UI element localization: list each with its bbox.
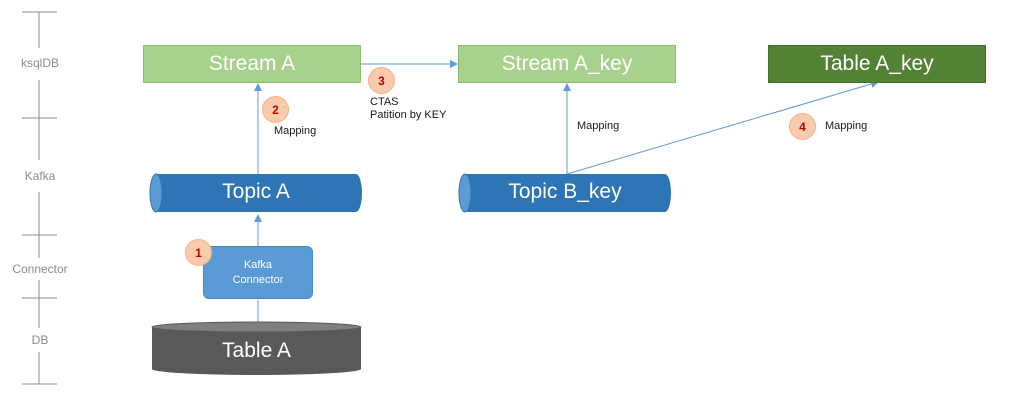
lane-label-ksqldb: ksqlDB: [20, 56, 59, 70]
topic-b-key-label: Topic B_key: [508, 180, 622, 203]
ctas-label: CTAS: [370, 96, 399, 108]
step-badge-2: 2: [262, 96, 289, 123]
stream-a-node: Stream A: [143, 45, 361, 83]
mapping-label-table-a-key: Mapping: [825, 120, 868, 132]
lane-label-kafka: Kafka: [24, 169, 56, 183]
kafka-connector-line2: Connector: [232, 273, 284, 286]
table-a-label: Table A: [222, 339, 291, 362]
stream-a-key-node: Stream A_key: [458, 45, 676, 83]
table-a-db-cylinder: [151, 321, 362, 375]
arrow-topic-b-key-to-table-a-key: [566, 80, 879, 175]
mapping-label-stream-a-key: Mapping: [577, 120, 620, 132]
topic-a-label: Topic A: [222, 180, 290, 203]
topic-b-key-cylinder: [458, 173, 671, 213]
lane-label-db: DB: [31, 333, 49, 347]
kafka-connector-line1: Kafka: [243, 258, 273, 271]
lane-label-connector: Connector: [12, 262, 68, 276]
step-badge-3: 3: [368, 67, 395, 94]
step-badge-4: 4: [789, 113, 816, 140]
mapping-label-stream-a: Mapping: [274, 125, 317, 137]
lane-axis: [22, 11, 57, 385]
topic-a-cylinder: [149, 173, 362, 213]
step-badge-1: 1: [185, 239, 212, 266]
kafka-connector-node: Kafka Connector: [203, 246, 313, 299]
partition-by-key-label: Patition by KEY: [370, 109, 447, 121]
table-a-key-node: Table A_key: [768, 45, 986, 83]
